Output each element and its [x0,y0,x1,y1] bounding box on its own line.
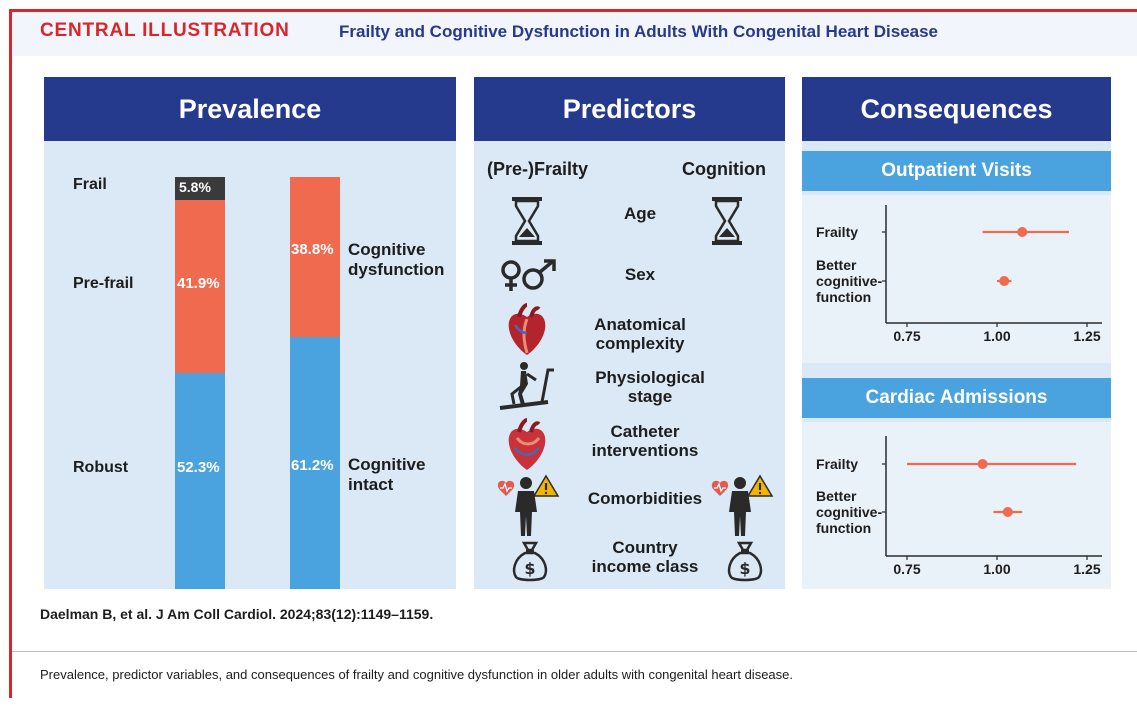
predictor-sex: Sex [624,265,656,284]
forest-tick-label: 1.25 [1073,328,1100,344]
svg-text:$: $ [739,559,750,578]
forest-tick-label: 1.00 [983,328,1010,344]
forest-tick-label: 0.75 [893,561,920,577]
forest-tick-label: 0.75 [893,328,920,344]
gender-symbols-icon [501,259,556,291]
cognitive-dysfunction-value: 38.8% [291,241,334,258]
figure-title: Frailty and Cognitive Dysfunction in Adu… [339,22,939,41]
treadmill-icon [499,362,554,410]
prefrail-value: 41.9% [177,275,220,292]
hourglass-icon [512,197,542,245]
prevalence-heading: Prevalence [44,77,456,141]
consequences-heading: Consequences [802,77,1111,141]
cardiac-admissions-heading: Cardiac Admissions [802,378,1111,418]
predictor-comorbidities: Comorbidities [587,489,703,508]
frail-label: Frail [73,176,107,193]
forest-row-label: Frailty [816,456,858,472]
forest-point [1002,507,1013,517]
money-bag-icon: $ [512,541,548,582]
cognitive-intact-value: 61.2% [291,457,334,474]
frailty-column-header: (Pre-)Frailty [487,159,589,179]
central-illustration-label: CENTRAL ILLUSTRATION [40,20,290,41]
forest-tick-label: 1.00 [983,561,1010,577]
caption-divider [12,651,1137,652]
outpatient-visits-plot-area [802,195,1111,363]
prefrail-label: Pre-frail [73,275,134,292]
cognitive-intact-segment [290,337,340,589]
forest-row-label: cognitive- [816,273,882,289]
heart-icon [508,303,546,355]
forest-point [1017,227,1028,237]
hourglass-icon [712,197,742,245]
robust-label: Robust [73,459,129,476]
cardiac-admissions-forest-plot: 0.75 1.00 1.25 FrailtyBettercognitive-funct… [816,436,1102,577]
frail-value: 5.8% [179,179,211,195]
frail-segment [175,177,225,200]
cardiac-admissions-plot-area [802,422,1111,589]
forest-point [999,276,1010,286]
citation: Daelman B, et al. J Am Coll Cardiol. 202… [40,606,434,622]
figure-frame [9,9,1137,698]
forest-row-label: Better [816,488,857,504]
outpatient-visits-forest-plot: 0.75 1.00 1.25 FrailtyBettercognitive-funct… [816,205,1102,344]
title-band [12,12,1137,56]
prevalence-panel [44,141,456,589]
forest-row-label: cognitive- [816,504,882,520]
person-warning-icon [497,474,560,536]
person-warning-icon [711,474,774,536]
robust-segment [175,373,225,589]
forest-row-label: function [816,520,871,536]
prefrail-segment [175,200,225,373]
cognitive-dysfunction-segment [290,177,340,337]
figure-caption: Prevalence, predictor variables, and con… [40,667,793,682]
forest-tick-label: 1.25 [1073,561,1100,577]
svg-text:$: $ [524,559,535,578]
predictor-age: Age [623,204,657,223]
forest-row-label: Better [816,257,857,273]
robust-value: 52.3% [177,459,220,476]
money-bag-icon: $ [727,541,763,582]
forest-point [977,459,988,469]
outpatient-visits-heading: Outpatient Visits [802,151,1111,191]
forest-row-label: function [816,289,871,305]
predictors-heading: Predictors [474,77,785,141]
forest-row-label: Frailty [816,224,858,240]
cognition-column-header: Cognition [682,159,766,179]
heart-icon [508,418,546,470]
